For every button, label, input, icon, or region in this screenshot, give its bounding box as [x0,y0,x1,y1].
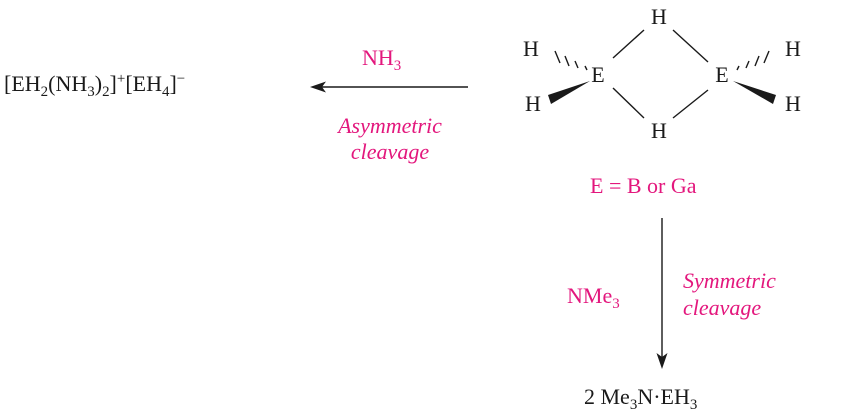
wedge-bond-left [548,81,590,104]
reagent-trimethylamine: NMe3 [567,283,620,312]
atom-e-left: E [591,62,604,87]
label-asymmetric-cleavage: Asymmetric [338,113,442,138]
arrow-left-head [310,81,326,93]
label-symmetric-cleavage: Symmetric [683,268,776,293]
atom-h-bottom: H [651,118,667,143]
atom-h-right-upper: H [785,36,801,61]
bond-right-top [672,29,709,63]
atom-h-right-lower: H [785,91,801,116]
atom-h-left-lower: H [525,91,541,116]
atom-e-right: E [715,62,728,87]
label-asymmetric-cleavage-2: cleavage [350,139,430,164]
product-asymmetric: [EH2(NH3)2]+[EH4]− [4,70,186,100]
label-symmetric-cleavage-2: cleavage [683,295,762,320]
bond-left-bottom [612,87,645,119]
atom-h-left-upper: H [523,36,539,61]
wedge-bond-right [733,81,776,104]
bond-right-bottom [672,89,709,119]
reagent-ammonia: NH3 [362,45,402,74]
hashed-bond-left [554,50,588,71]
element-note: E = B or Ga [590,173,697,198]
arrow-down-head [656,353,668,369]
bond-left-top [612,29,645,59]
product-symmetric: 2 Me3N·EH3 [584,384,698,413]
hashed-bond-right [736,50,770,71]
atom-h-top: H [651,4,667,29]
